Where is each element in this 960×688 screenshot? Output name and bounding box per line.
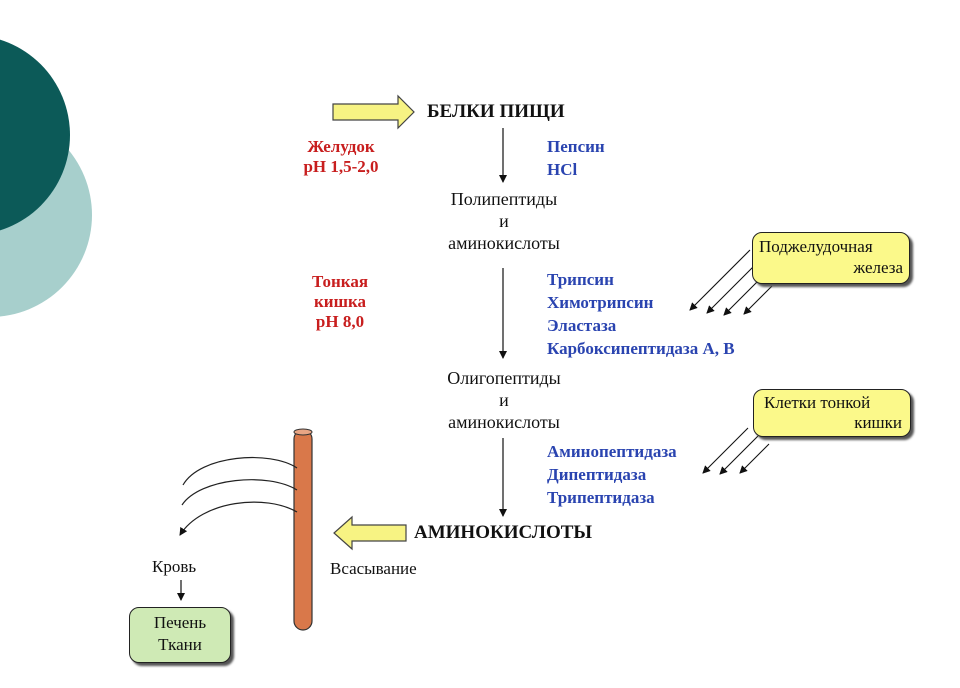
enzyme-pepsin: Пепсин — [547, 137, 605, 156]
enzyme-hcl: HCl — [547, 160, 578, 179]
enzyme-dipeptidase: Дипептидаза — [547, 465, 647, 484]
intestinal-arrows — [702, 427, 770, 475]
enzyme-carboxypeptidase: Карбоксипептидаза А, В — [547, 339, 735, 358]
blood-vessel — [293, 429, 313, 631]
amino-acids-result: АМИНОКИСЛОТЫ — [414, 522, 593, 543]
liver-tissues-box: Печень Ткани — [129, 607, 231, 663]
enzyme-aminopeptidase: Аминопептидаза — [547, 442, 677, 461]
absorption-label: Всасывание — [330, 559, 417, 578]
absorption-block-arrow — [333, 515, 407, 551]
oligopeptides-label: Олигопептиды и аминокислоты — [447, 368, 561, 432]
blood-label: Кровь — [152, 557, 197, 576]
stomach-label: Желудок pH 1,5-2,0 — [303, 137, 379, 176]
input-block-arrow — [332, 94, 415, 130]
title-food-proteins: БЕЛКИ ПИЩИ — [427, 101, 565, 122]
intestinal-enzymes: Аминопептидаза Дипептидаза Трипептидаза — [547, 440, 677, 509]
intestinal-cells-box: Клетки тонкой кишки — [753, 389, 911, 437]
enzyme-trypsin: Трипсин — [547, 270, 614, 289]
polypeptides-label: Полипептиды и аминокислоты — [448, 189, 560, 253]
small-intestine-label: Тонкая кишка pH 8,0 — [311, 272, 369, 331]
enzyme-chymotrypsin: Химотрипсин — [547, 293, 654, 312]
enzyme-elastase: Эластаза — [547, 316, 617, 335]
stomach-enzymes: Пепсин HCl — [547, 135, 605, 181]
enzyme-tripeptidase: Трипептидаза — [547, 488, 655, 507]
transport-arcs — [179, 457, 298, 536]
pancreatic-enzymes: Трипсин Химотрипсин Эластаза Карбоксипеп… — [547, 268, 735, 360]
pancreas-box: Поджелудочная железа — [752, 232, 910, 284]
